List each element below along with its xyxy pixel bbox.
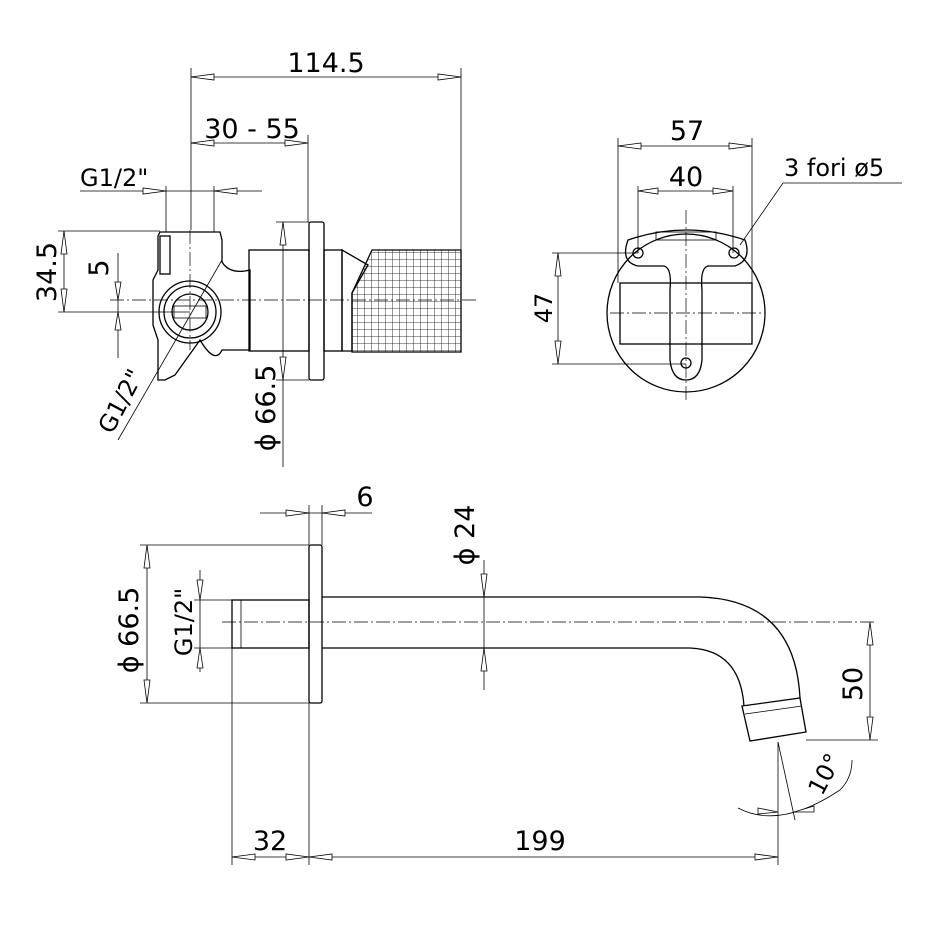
- holes-note: 3 fori ø5: [739, 154, 902, 246]
- dim-offset-small: 5: [84, 253, 122, 358]
- dim-spout-diameter: ϕ 24: [450, 505, 488, 690]
- dim-hole-spacing: 40: [637, 162, 734, 253]
- dim-width-outer: 57: [617, 116, 753, 283]
- dim-drop: 50: [806, 621, 878, 741]
- knurled-handle: [351, 249, 462, 353]
- dim-label: ϕ 66.5: [251, 365, 282, 452]
- dim-label: 32: [253, 826, 287, 857]
- dim-label: G1/2": [170, 588, 198, 656]
- dim-label: 50: [838, 667, 869, 701]
- dim-flange-diameter: ϕ 66.5: [251, 221, 309, 467]
- dim-flange-diameter-bottom: ϕ 66.5: [114, 544, 309, 704]
- dim-inlet-thread-diag: G1/2": [93, 259, 223, 441]
- dim-height: 47: [530, 252, 686, 365]
- dim-label: ϕ 66.5: [114, 587, 145, 674]
- dim-flange-thickness: 6: [260, 482, 374, 545]
- dim-inlet-thread-top: G1/2": [80, 164, 262, 232]
- dim-overall-length: 114.5: [190, 48, 462, 250]
- dim-label: 5: [84, 259, 115, 276]
- front-view: 57 40 3 fori ø5 47: [530, 116, 902, 403]
- dim-spout-reach: 199: [308, 826, 779, 861]
- dim-wall-range: 30 - 55: [190, 114, 309, 222]
- dim-label: 34.5: [32, 242, 63, 302]
- dim-label: 30 - 55: [204, 114, 300, 145]
- dim-label: 6: [356, 482, 373, 513]
- dim-label: 3 fori ø5: [784, 154, 884, 182]
- dim-label: 40: [669, 162, 703, 193]
- dim-stub-length: 32: [231, 648, 310, 865]
- dim-thread: G1/2": [170, 570, 232, 672]
- spout-view: 6 ϕ 24 ϕ 66.5 G1/2" 50: [114, 482, 878, 865]
- dim-label: 57: [670, 116, 704, 147]
- dim-angle: 10°: [737, 741, 853, 865]
- dim-height-offset: 34.5: [32, 230, 190, 313]
- dim-label: 199: [514, 826, 566, 857]
- dim-label: ϕ 24: [450, 505, 481, 566]
- dim-label: G1/2": [80, 164, 148, 192]
- side-view: 114.5 30 - 55 G1/2" 34.5: [32, 48, 478, 467]
- dim-label: 10°: [803, 749, 848, 800]
- dim-label: 47: [530, 293, 558, 324]
- dim-label: 114.5: [287, 48, 364, 79]
